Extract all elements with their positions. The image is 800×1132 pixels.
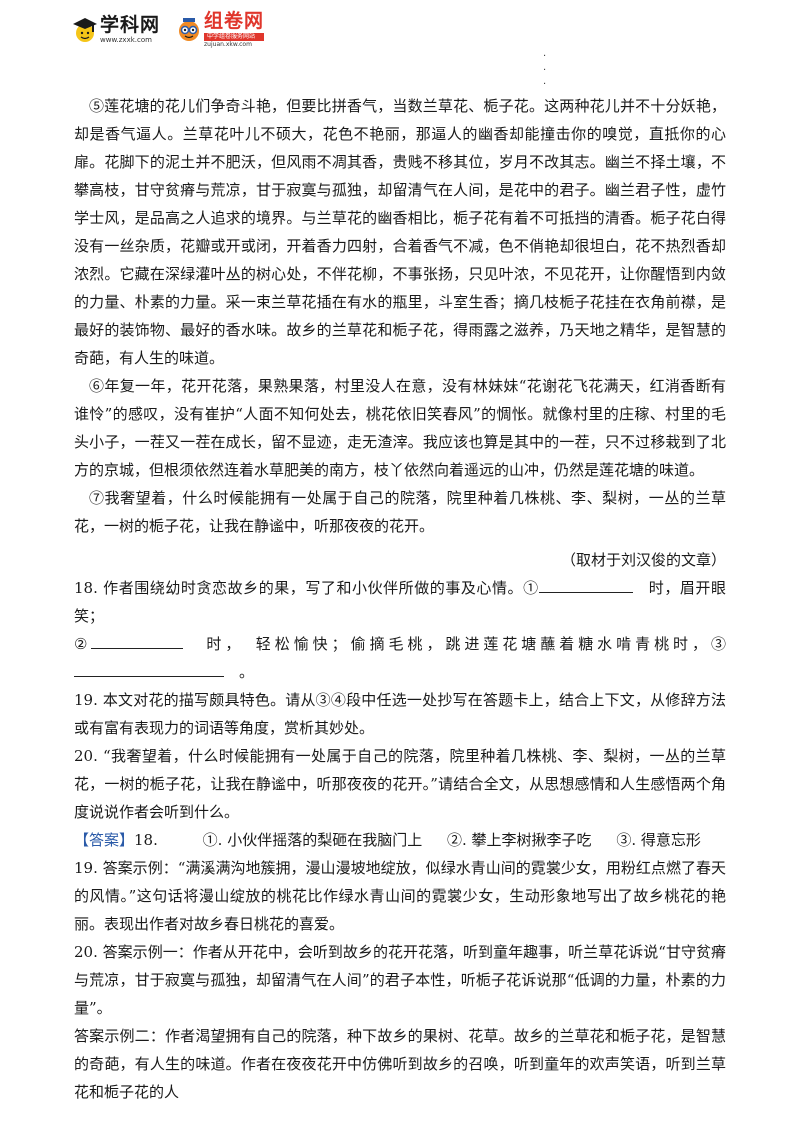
question-18-text-b: 时，眉开眼笑；: [74, 579, 726, 625]
answer-tag: 【答案】: [74, 831, 135, 849]
answer-18-number: 18.: [134, 831, 158, 849]
answer-20-example-1: 20. 答案示例一：作者从开花中，会听到故乡的花开花落，听到童年趣事，听兰草花诉…: [74, 943, 726, 1017]
question-18-text-d: 时， 轻松愉快；偷摘毛桃，跳进莲花塘蘸着糖水啃青桃时，③: [206, 635, 726, 653]
zxxk-logo-name: 学科网: [100, 14, 161, 36]
question-18-line-2: ② 时， 轻松愉快；偷摘毛桃，跳进莲花塘蘸着糖水啃青桃时，③ 。: [74, 630, 726, 686]
passage-source: （取材于刘汉俊的文章）: [560, 551, 726, 569]
graduate-cap-icon: [73, 18, 97, 42]
answer-20-example-2: 答案示例二：作者渴望拥有自己的院落，种下故乡的果树、花草。故乡的兰草花和栀子花，…: [74, 1027, 726, 1101]
answer-19: 19. 答案示例：“满溪满沟地簇拥，漫山漫坡地绽放，似绿水青山间的霓裳少女，用粉…: [74, 859, 726, 933]
question-20: 20. “我奢望着，什么时候能拥有一处属于自己的院落，院里种着几株桃、李、梨树，…: [74, 747, 726, 821]
zujuan-logo-url: zujuan.xkw.com: [204, 41, 252, 48]
answer-18-item-3: ③. 得意忘形: [616, 831, 701, 849]
answer-18-item-1: ①. 小伙伴摇落的梨砸在我脑门上: [202, 831, 423, 849]
answer-18-item-2: ②. 攀上李树揪李子吃: [446, 831, 592, 849]
question-18-text-c: ②: [74, 635, 92, 653]
passage-paragraph-7: ⑦我奢望着，什么时候能拥有一处属于自己的院落，院里种着几株桃、李、梨树，一丛的兰…: [74, 489, 726, 535]
answer-blank-1[interactable]: [538, 576, 633, 593]
header-logos: 学科网 www.zxxk.com 组卷网 中学组卷服务网站 zujuan.xkw…: [70, 10, 265, 50]
zxxk-logo: 学科网 www.zxxk.com: [70, 15, 160, 45]
decorative-dots: ···: [543, 51, 547, 90]
zujuan-logo-tag: 中学组卷服务网站: [204, 33, 265, 41]
zujuan-logo-name: 组卷网: [204, 10, 265, 32]
passage-paragraph-6: ⑥年复一年，花开花落，果熟果落，村里没人在意，没有林妹妹“花谢花飞花满天，红消香…: [74, 377, 726, 479]
answer-blank-2[interactable]: [91, 632, 184, 649]
answer-18: 【答案】18. ①. 小伙伴摇落的梨砸在我脑门上 ②. 攀上李树揪李子吃 ③. …: [74, 826, 726, 854]
question-18-text-a: 18. 作者围绕幼时贪恋故乡的果，写了和小伙伴所做的事及心情。①: [74, 579, 539, 597]
passage-paragraph-5: ⑤莲花塘的花儿们争奇斗艳，但要比拼香气，当数兰草花、栀子花。这两种花儿并不十分妖…: [74, 97, 726, 367]
question-19: 19. 本文对花的描写颇具特色。请从③④段中任选一处抄写在答题卡上，结合上下文，…: [74, 691, 726, 737]
question-18-text-e: 。: [239, 663, 255, 681]
question-18: 18. 作者围绕幼时贪恋故乡的果，写了和小伙伴所做的事及心情。① 时，眉开眼笑；: [74, 574, 726, 630]
document-body: ⑤莲花塘的花儿们争奇斗艳，但要比拼香气，当数兰草花、栀子花。这两种花儿并不十分妖…: [74, 92, 726, 1106]
zxxk-logo-url: www.zxxk.com: [100, 36, 152, 44]
answer-blank-3[interactable]: [74, 660, 224, 677]
mascot-icon: [179, 18, 200, 41]
zujuan-logo: 组卷网 中学组卷服务网站 zujuan.xkw.com: [174, 10, 265, 48]
